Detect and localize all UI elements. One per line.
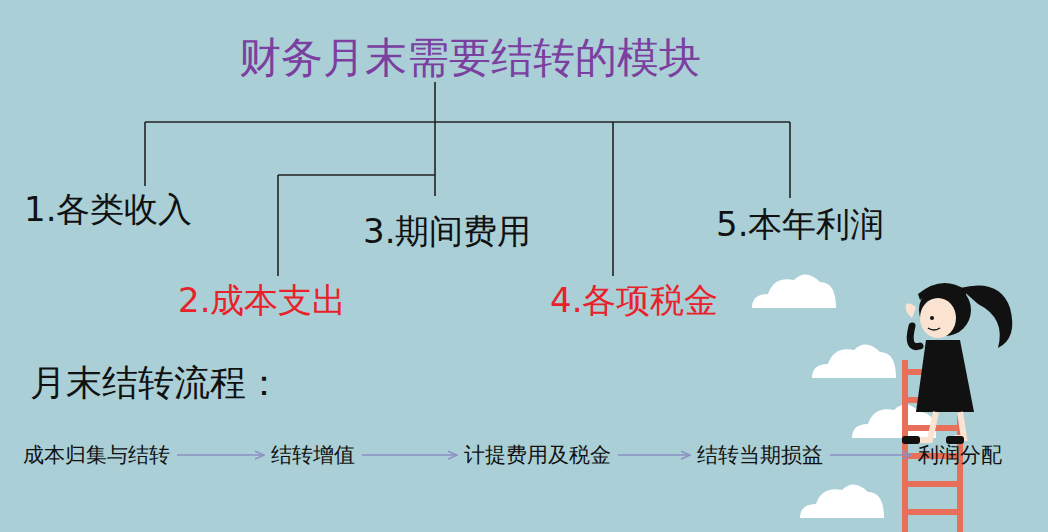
node-label: 5.本年利润 bbox=[716, 205, 884, 244]
module-text: 4.各项税金 bbox=[547, 279, 721, 322]
node-label: 3.期间费用 bbox=[363, 212, 531, 251]
flow-step: 成本归集与结转 bbox=[20, 441, 173, 469]
section-heading: 月末结转流程： bbox=[30, 362, 282, 403]
flow-arrow bbox=[362, 454, 457, 456]
flow-arrow bbox=[618, 454, 690, 456]
node-label: 2.成本支出 bbox=[178, 281, 346, 320]
module-text: 5.本年利润 bbox=[713, 203, 887, 246]
flow-step: 利润分配 bbox=[915, 441, 1005, 469]
node-label: 结转当期损益 bbox=[697, 443, 823, 467]
module-text: 3.期间费用 bbox=[360, 210, 534, 253]
node-label: 结转增值 bbox=[271, 443, 355, 467]
node-label: 4.各项税金 bbox=[550, 281, 718, 320]
flow-arrow bbox=[177, 454, 264, 456]
node-label: 利润分配 bbox=[918, 443, 1002, 467]
tree-lines bbox=[145, 82, 790, 276]
module-text: 1.各类收入 bbox=[21, 188, 195, 231]
flow-step: 计提费用及税金 bbox=[461, 441, 614, 469]
module-text: 2.成本支出 bbox=[175, 279, 349, 322]
diagram-title: 财务月末需要结转的模块 bbox=[239, 34, 701, 82]
girl-figure bbox=[902, 283, 1012, 444]
node-label: 计提费用及税金 bbox=[464, 443, 611, 467]
flow-step: 结转当期损益 bbox=[694, 441, 826, 469]
node-label: 1.各类收入 bbox=[24, 190, 192, 229]
node-label: 成本归集与结转 bbox=[23, 443, 170, 467]
flow-step: 结转增值 bbox=[268, 441, 358, 469]
flow-arrow bbox=[830, 454, 911, 456]
